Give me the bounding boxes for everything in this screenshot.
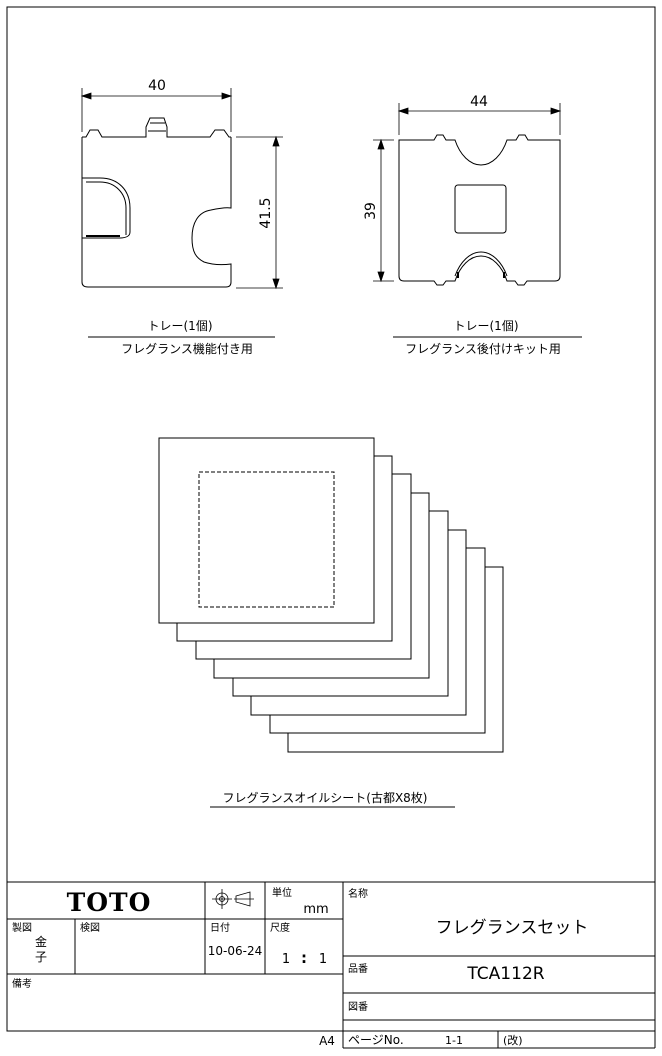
paper-size: A4 — [319, 1034, 335, 1048]
tray-left-height-label: 41.5 — [258, 197, 274, 228]
title-block — [7, 881, 656, 1049]
drafter-value-1: 金 — [35, 934, 47, 949]
tray-right-caption: トレー(1個) — [454, 319, 519, 333]
tray-left-width-dimension — [80, 88, 233, 132]
part-no-value: TCA112R — [466, 964, 544, 984]
checker-label: 検図 — [80, 921, 100, 934]
drafter-label: 製図 — [12, 921, 32, 934]
drawing-no-label: 図番 — [348, 1001, 368, 1013]
page-no-label: ページNo. — [348, 1033, 404, 1047]
tray-left-height-dimension — [236, 135, 283, 290]
oil-sheet-caption: フレグランスオイルシート(古都X8枚) — [223, 790, 428, 805]
oil-sheet-stack — [158, 437, 504, 753]
unit-label: 単位 — [272, 886, 292, 899]
date-label: 日付 — [210, 921, 230, 934]
scale-value-colon: : — [301, 949, 307, 967]
remarks-label: 備考 — [12, 977, 32, 990]
sheet-border — [6, 6, 656, 1032]
tray-right-height-dimension — [373, 138, 394, 283]
unit-value: mm — [303, 902, 328, 917]
drafter-value-2: 子 — [35, 950, 47, 964]
scale-label: 尺度 — [270, 921, 290, 934]
tray-left-caption: トレー(1個) — [148, 319, 213, 333]
scale-value-right: 1 — [319, 952, 327, 967]
tray-right-height-label: 39 — [363, 202, 379, 220]
revision-label: (改) — [503, 1033, 523, 1047]
tray-left-subcaption: フレグランス機能付き用 — [121, 341, 253, 356]
date-value: 10-06-24 — [208, 944, 262, 958]
tray-left-drawing — [81, 117, 232, 288]
tray-right-drawing — [398, 134, 561, 286]
oil-sheet-dashed-area — [198, 471, 335, 608]
toto-logo: TOTO — [67, 888, 152, 917]
tray-right-subcaption: フレグランス後付けキット用 — [405, 342, 561, 356]
name-label: 名称 — [348, 887, 368, 900]
tray-right-width-label: 44 — [470, 94, 488, 110]
page-no-value: 1-1 — [445, 1034, 463, 1047]
tray-right-width-dimension — [397, 103, 562, 135]
name-value: フレグランスセット — [436, 918, 589, 938]
third-angle-projection-icon — [212, 889, 254, 909]
part-no-label: 品番 — [348, 963, 368, 975]
tray-left-width-label: 40 — [148, 78, 166, 94]
scale-value-left: 1 — [282, 952, 290, 967]
